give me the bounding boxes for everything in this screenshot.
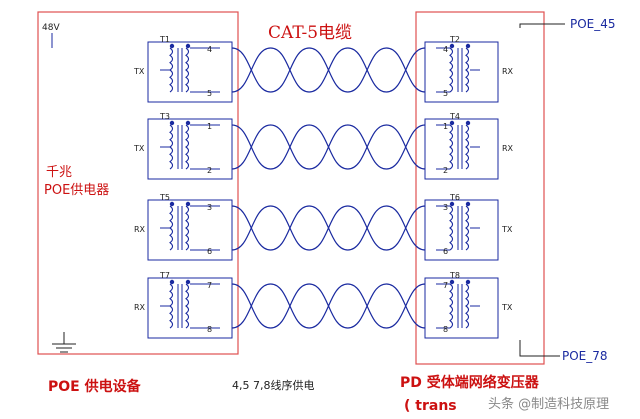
poe-78-label: POE_78 xyxy=(562,349,608,363)
pin-number: 8 xyxy=(443,325,448,334)
polarity-dot xyxy=(449,201,455,207)
transformer-frame xyxy=(147,199,233,261)
transformer-role: TX xyxy=(501,225,513,234)
pin-number: 6 xyxy=(443,247,448,256)
polarity-dot xyxy=(169,43,175,49)
transformer-role: TX xyxy=(501,303,513,312)
polarity-dot xyxy=(465,43,471,49)
transformer-frame xyxy=(147,118,233,180)
transformer-frame xyxy=(147,277,233,339)
twisted-pair-wire xyxy=(231,47,426,93)
polarity-dot xyxy=(465,279,471,285)
pin-number: 1 xyxy=(207,122,212,131)
transformer-role: TX xyxy=(133,67,145,76)
winding-coil xyxy=(465,205,470,251)
winding-coil xyxy=(185,47,190,93)
winding-coil xyxy=(465,283,470,329)
polarity-dot xyxy=(169,201,175,207)
transformer-frame xyxy=(424,118,499,180)
polarity-dot xyxy=(465,201,471,207)
winding-coil xyxy=(465,124,470,170)
winding-coil xyxy=(449,47,454,93)
transformer-name: T7 xyxy=(159,271,170,280)
pin-number: 5 xyxy=(443,89,448,98)
transformer-frame xyxy=(424,41,499,103)
winding-coil xyxy=(169,47,174,93)
transformer-name: T4 xyxy=(449,112,460,121)
pin-number: 5 xyxy=(207,89,212,98)
pin-number: 2 xyxy=(443,166,448,175)
transformer-role: RX xyxy=(134,303,146,312)
polarity-dot xyxy=(185,279,191,285)
winding-coil xyxy=(449,283,454,329)
twisted-pair-wire xyxy=(231,124,426,170)
pin-number: 2 xyxy=(207,166,212,175)
poe-45-label: POE_45 xyxy=(570,17,616,31)
winding-coil xyxy=(185,124,190,170)
transformer-name: T5 xyxy=(159,193,170,202)
transformer-name: T1 xyxy=(159,35,170,44)
pin-number: 6 xyxy=(207,247,212,256)
polarity-dot xyxy=(449,43,455,49)
polarity-dot xyxy=(185,201,191,207)
pin-number: 4 xyxy=(207,45,212,54)
pd-bottom-label-line1: PD 受体端网络变压器 xyxy=(400,374,540,391)
pse-box xyxy=(37,11,239,355)
transformer-name: T2 xyxy=(449,35,460,44)
pin-number: 4 xyxy=(443,45,448,54)
polarity-dot xyxy=(169,120,175,126)
transformer-name: T3 xyxy=(159,112,170,121)
winding-coil xyxy=(449,205,454,251)
cable-title: CAT-5电缆 xyxy=(268,23,352,43)
twisted-pair-wire xyxy=(231,283,426,329)
polarity-dot xyxy=(185,120,191,126)
pin-number: 8 xyxy=(207,325,212,334)
pin-number: 1 xyxy=(443,122,448,131)
transformer-name: T8 xyxy=(449,271,460,280)
pd-box xyxy=(415,11,545,365)
polarity-dot xyxy=(185,43,191,49)
polarity-dot xyxy=(465,120,471,126)
pd-bottom-label-line2: ( trans xyxy=(404,398,457,414)
twisted-pair-wire xyxy=(231,205,426,251)
pin-number: 7 xyxy=(443,281,448,290)
side-label-gigabit: 千兆 xyxy=(46,165,72,180)
transformer-role: RX xyxy=(502,67,514,76)
winding-coil xyxy=(169,124,174,170)
winding-coil xyxy=(169,283,174,329)
poe-78-wire xyxy=(519,340,560,357)
poe-45-wire xyxy=(519,23,565,28)
transformer-frame xyxy=(147,41,233,103)
transformer-name: T6 xyxy=(449,193,460,202)
polarity-dot xyxy=(449,120,455,126)
pse-bottom-label: POE 供电设备 xyxy=(48,378,142,395)
pin-number: 3 xyxy=(207,203,212,212)
transformer-frame xyxy=(424,277,499,339)
transformer-role: RX xyxy=(502,144,514,153)
side-label-poe-supplier: POE供电器 xyxy=(44,183,109,198)
winding-coil xyxy=(465,47,470,93)
pin-number: 7 xyxy=(207,281,212,290)
transformer-frame xyxy=(424,199,499,261)
ground-symbol xyxy=(52,332,76,353)
winding-coil xyxy=(449,124,454,170)
polarity-dot xyxy=(169,279,175,285)
winding-coil xyxy=(185,283,190,329)
transformer-role: TX xyxy=(133,144,145,153)
watermark: 头条 @制造科技原理 xyxy=(488,396,609,412)
winding-coil xyxy=(169,205,174,251)
center-note: 4,5 7,8线序供电 xyxy=(232,378,314,392)
polarity-dot xyxy=(449,279,455,285)
winding-coil xyxy=(185,205,190,251)
transformer-role: RX xyxy=(134,225,146,234)
pin-number: 3 xyxy=(443,203,448,212)
voltage-label: 48V xyxy=(42,23,60,33)
